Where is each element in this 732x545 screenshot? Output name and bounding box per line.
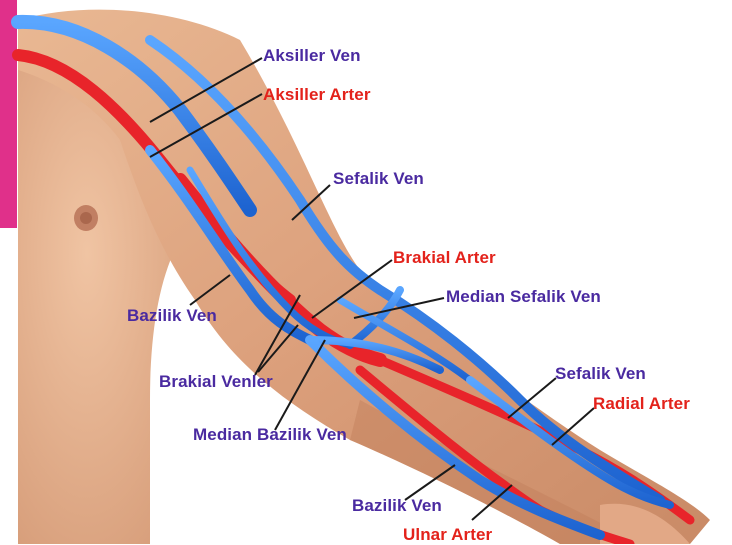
- label-median-sefalik-ven: Median Sefalik Ven: [446, 287, 601, 307]
- label-aksiller-arter: Aksiller Arter: [263, 85, 371, 105]
- label-ulnar-arter: Ulnar Arter: [403, 525, 492, 545]
- label-bazilik-ven-lower: Bazilik Ven: [352, 496, 442, 516]
- label-aksiller-ven: Aksiller Ven: [263, 46, 361, 66]
- label-brakial-arter: Brakial Arter: [393, 248, 496, 268]
- label-brakial-venler: Brakial Venler: [159, 372, 273, 392]
- label-radial-arter: Radial Arter: [593, 394, 690, 414]
- label-median-bazilik-ven: Median Bazilik Ven: [193, 425, 347, 445]
- label-sefalik-ven-lower: Sefalik Ven: [555, 364, 646, 384]
- label-bazilik-ven-upper: Bazilik Ven: [127, 306, 217, 326]
- label-sefalik-ven-upper: Sefalik Ven: [333, 169, 424, 189]
